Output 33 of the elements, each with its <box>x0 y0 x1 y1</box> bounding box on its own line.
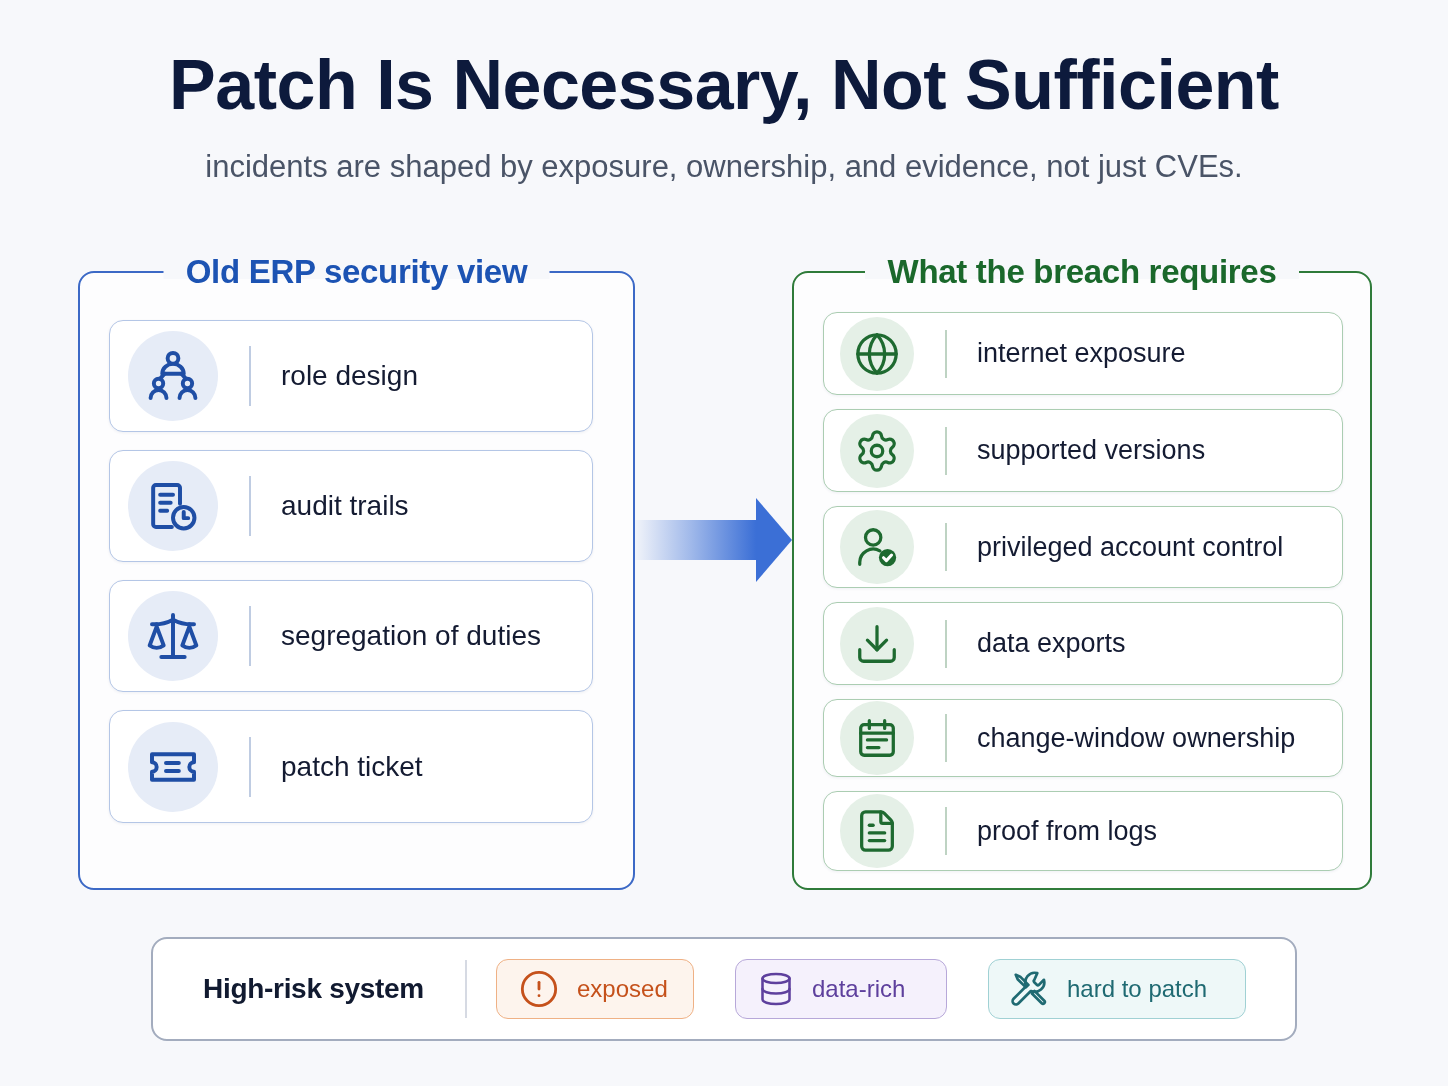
item-card <box>109 320 593 432</box>
tag-label: data-rich <box>812 974 906 1004</box>
risk-tag <box>735 959 947 1019</box>
title: Patch Is Necessary, Not Sufficient <box>169 45 1279 125</box>
item-card <box>823 312 1343 395</box>
item-card <box>823 602 1343 685</box>
item-label: role design <box>281 359 418 393</box>
tag-label: hard to patch <box>1067 974 1208 1004</box>
item-label: supported versions <box>977 434 1206 467</box>
item-label: privileged account control <box>977 530 1284 564</box>
tag-label: exposed <box>577 974 668 1004</box>
item-card <box>823 506 1343 588</box>
item-label: internet exposure <box>977 337 1186 370</box>
item-label: segregation of duties <box>281 619 541 653</box>
item-card <box>823 409 1343 492</box>
subtitle: incidents are shaped by exposure, ownership, and evidence, not just CVEs. <box>205 148 1243 186</box>
panel-heading: What the breach requires <box>887 252 1277 292</box>
item-label: patch ticket <box>281 749 423 784</box>
panel-heading: High-risk system <box>203 972 424 1006</box>
risk-tag <box>496 959 694 1019</box>
item-card <box>109 710 593 823</box>
risk-tag <box>988 959 1246 1019</box>
item-label: audit trails <box>281 489 409 523</box>
item-label: data exports <box>977 627 1126 660</box>
item-card <box>823 699 1343 777</box>
item-card <box>109 580 593 692</box>
item-card <box>823 791 1343 871</box>
summary-panel <box>151 937 1297 1041</box>
panel-heading: Old ERP security view <box>185 252 528 292</box>
item-label: change-window ownership <box>977 721 1296 755</box>
item-label: proof from logs <box>977 814 1158 848</box>
arrow <box>635 498 792 582</box>
item-card <box>109 450 593 562</box>
